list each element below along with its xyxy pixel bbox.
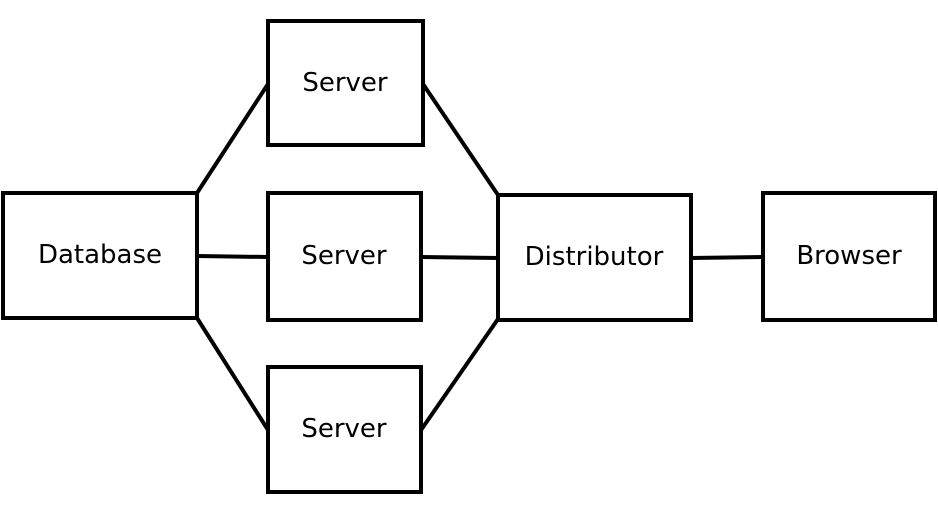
- server-bottom-label: Server: [301, 414, 387, 444]
- edge-distributor-to-browser: [690, 255, 764, 260]
- edge-server-bottom-to-distributor: [419, 317, 500, 432]
- distributor-node: Distributor: [496, 193, 693, 322]
- edge-server-middle-to-distributor: [420, 255, 499, 260]
- edge-database-to-server-bottom: [195, 316, 270, 432]
- server-top-box: [266, 19, 425, 147]
- browser-label: Browser: [796, 241, 902, 271]
- browser-node: Browser: [761, 191, 937, 322]
- server-node-middle: Server: [266, 191, 423, 322]
- edge-database-to-server-top: [195, 82, 270, 195]
- edge-database-to-server-middle: [196, 254, 269, 259]
- database-box: [1, 191, 199, 320]
- distributor-box: [496, 193, 693, 322]
- database-node: Database: [1, 191, 199, 320]
- server-bottom-box: [266, 365, 423, 494]
- browser-box: [761, 191, 937, 322]
- server-node-top: Server: [266, 19, 425, 147]
- edge-server-top-to-distributor: [421, 82, 500, 197]
- database-label: Database: [38, 240, 162, 270]
- server-node-bottom: Server: [266, 365, 423, 494]
- server-middle-box: [266, 191, 423, 322]
- server-middle-label: Server: [301, 241, 387, 271]
- distributor-label: Distributor: [525, 242, 664, 272]
- server-top-label: Server: [302, 68, 388, 98]
- connectors: [195, 82, 764, 432]
